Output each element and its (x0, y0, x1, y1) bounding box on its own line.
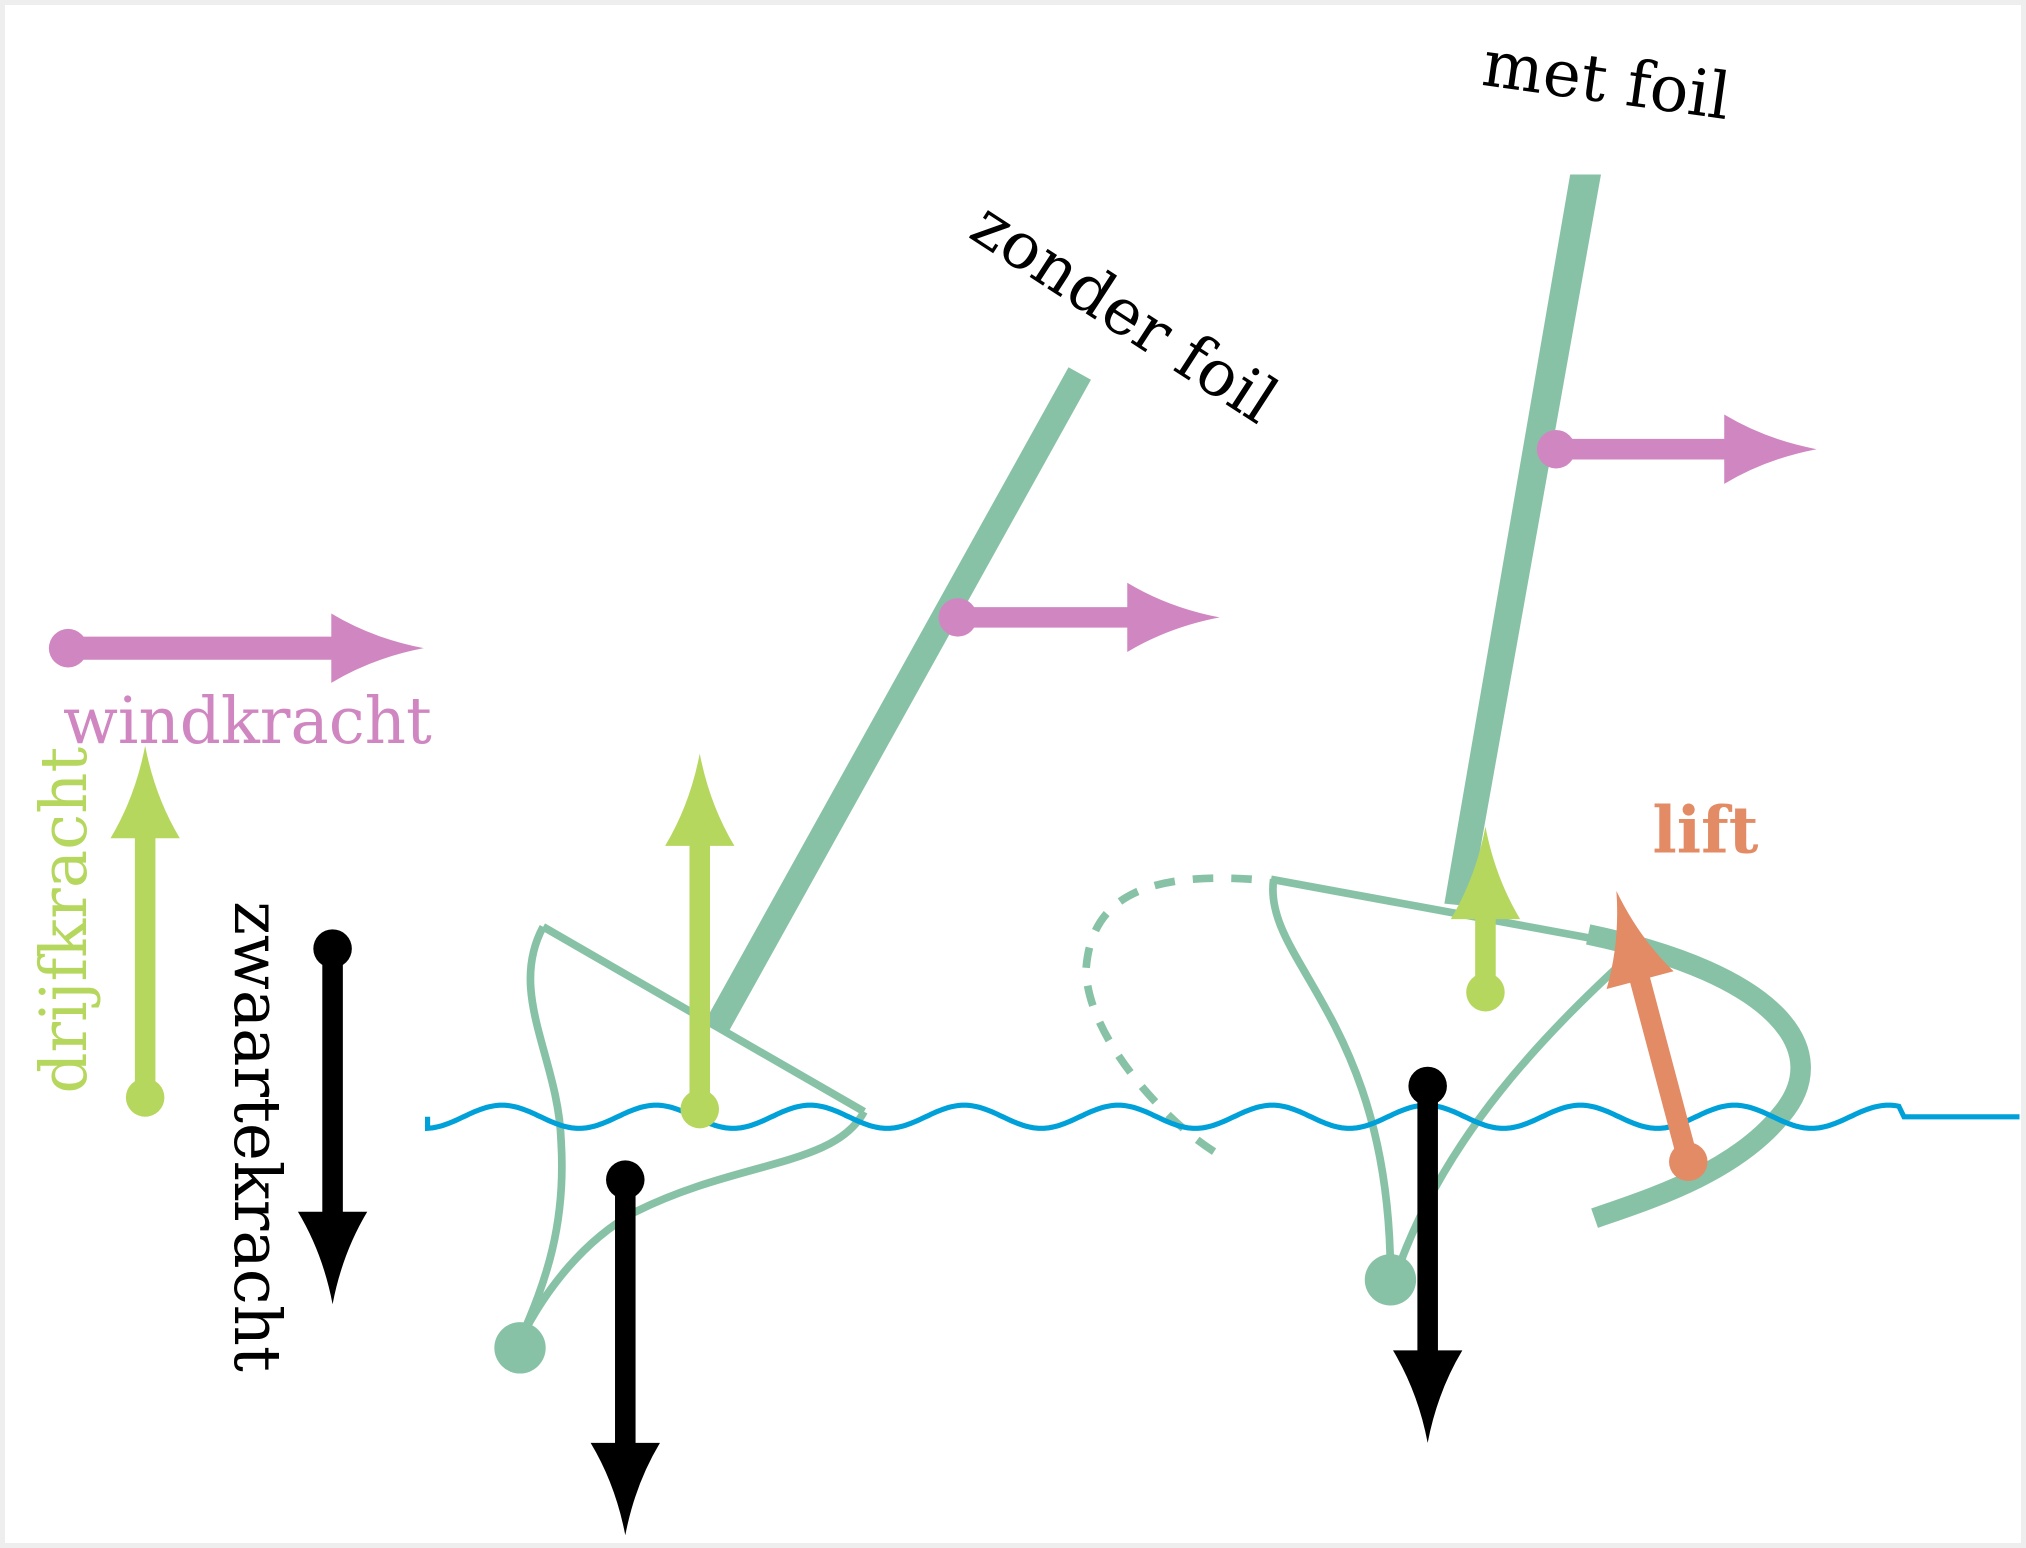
arrowhead-icon (1393, 1350, 1463, 1443)
foil-forces-diagram: windkracht drijfkracht zwaartekracht zon… (27, 26, 2020, 1536)
hull-deck (1270, 875, 1600, 944)
mast (703, 367, 1091, 1036)
force-arrows (48, 414, 1817, 1536)
label-lift: lift (1652, 793, 1758, 868)
arrow-origin-dot (1408, 1066, 1447, 1106)
label-zonder-foil: zonder foil (958, 187, 1290, 439)
arrow-origin-dot (1466, 972, 1505, 1012)
arrowhead-icon (665, 753, 735, 846)
arrow-origin-dot (606, 1160, 645, 1199)
hull-keel (1269, 878, 1395, 1276)
wind-arrow-without-foil (938, 582, 1220, 653)
centre-point (1364, 1254, 1417, 1306)
label-zwaartekracht: zwaartekracht (219, 901, 294, 1372)
wind-arrow-with-foil (1536, 414, 1817, 484)
arrow-origin-dot (1669, 1142, 1708, 1181)
arrow-shaft (1628, 972, 1699, 1165)
foil (1586, 924, 1811, 1228)
buoyancy-arrow-legend (110, 745, 180, 1117)
arrow-origin-dot (313, 929, 352, 968)
wind-arrow-legend (48, 613, 424, 683)
lift-arrow (1606, 890, 1708, 1181)
arrowhead-icon (1606, 890, 1674, 990)
buoyancy-arrow-without-foil (665, 753, 735, 1129)
arrowhead-icon (110, 745, 180, 839)
mast (1444, 174, 1601, 907)
arrow-origin-dot (1536, 429, 1576, 469)
centre-point (494, 1322, 546, 1374)
arrowhead-icon (590, 1442, 660, 1536)
gravity-arrow-with-foil (1393, 1066, 1463, 1443)
boat-without-foil (494, 367, 1091, 1374)
arrowhead-icon (1724, 414, 1817, 484)
hull-keel (516, 924, 566, 1342)
arrowhead-icon (1450, 826, 1521, 920)
water-surface (425, 1102, 2020, 1132)
label-met-foil: met foil (1478, 26, 1735, 135)
label-drijfkracht: drijfkracht (27, 747, 102, 1094)
arrowhead-icon (297, 1211, 368, 1305)
arrow-origin-dot (48, 628, 88, 668)
boat-with-foil (1082, 174, 1811, 1306)
gravity-arrow-without-foil (590, 1160, 660, 1536)
arrow-origin-dot (680, 1089, 720, 1129)
arrowhead-icon (1127, 582, 1220, 653)
hull-dashed (1082, 874, 1253, 1160)
buoyancy-arrow-with-foil (1450, 826, 1521, 1012)
hull-stern (516, 1109, 868, 1342)
gravity-arrow-legend (297, 929, 368, 1305)
arrow-origin-dot (125, 1078, 165, 1117)
arrowhead-icon (331, 613, 424, 683)
label-windkracht: windkracht (63, 684, 432, 759)
arrow-origin-dot (938, 598, 978, 637)
